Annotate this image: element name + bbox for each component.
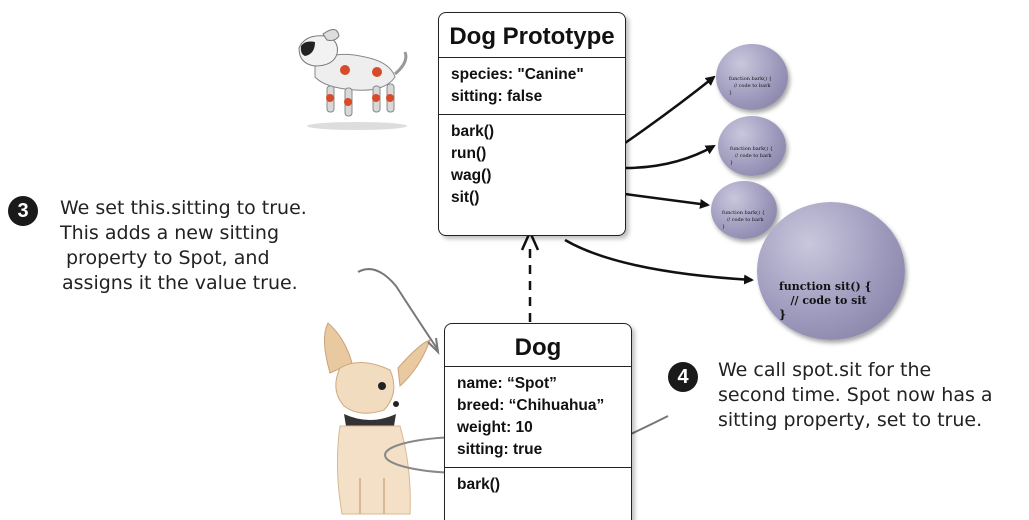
prototype-method: bark() (451, 123, 495, 140)
dog-methods: bark() (445, 467, 631, 502)
step3-pointer-head (427, 337, 440, 355)
prototype-property: sitting: false (451, 88, 543, 105)
dog-property: breed: “Chihuahua” (457, 397, 605, 414)
bark-function-bubble: function bark() { // code to bark} (716, 44, 788, 110)
robot-dog-image (298, 29, 408, 130)
wag-function-bubble: function bark() { // code to bark} (711, 181, 777, 239)
step3-annotation: We set this.sitting to true. This adds a… (60, 196, 307, 296)
bark-arrow (624, 75, 716, 145)
step3-line: This adds a new sitting (60, 222, 280, 244)
dog-property: sitting: true (457, 441, 543, 458)
dog-prototype-box: Dog Prototype species: "Canine" sitting:… (438, 12, 626, 236)
dog-object-box: Dog name: “Spot” breed: “Chihuahua” weig… (444, 323, 632, 520)
bubble-code: function bark() { // code to bark} (722, 210, 765, 230)
step3-line: We set this.sitting to true. (60, 197, 307, 219)
step4-line: second time. Spot now has a (718, 384, 993, 406)
step3-badge: 3 (8, 196, 38, 226)
bubble-code: function sit() { // code to sit} (779, 280, 872, 321)
sit-arrow (564, 238, 754, 285)
dog-properties: name: “Spot” breed: “Chihuahua” weight: … (445, 366, 631, 467)
dog-property: weight: 10 (457, 419, 533, 436)
step3-line: assigns it the value true. (62, 272, 298, 294)
prototype-method: sit() (451, 189, 480, 206)
dog-property: name: “Spot” (457, 375, 557, 392)
wag-arrow (624, 192, 710, 209)
prototype-method: run() (451, 145, 487, 162)
step4-badge: 4 (668, 362, 698, 392)
prototype-properties: species: "Canine" sitting: false (439, 57, 625, 114)
prototype-method: wag() (451, 167, 492, 184)
dog-title: Dog (514, 334, 562, 361)
run-function-bubble: function bark() { // code to bark} (718, 116, 786, 176)
dog-method: bark() (457, 476, 501, 493)
step4-line: We call spot.sit for the (718, 359, 932, 381)
prototype-property: species: "Canine" (451, 66, 584, 83)
step4-annotation: We call spot.sit for the second time. Sp… (718, 358, 993, 433)
step3-line: property to Spot, and (66, 247, 270, 269)
bubble-code: function bark() { // code to bark} (730, 146, 773, 166)
step4-line: sitting property, set to true. (718, 409, 983, 431)
bubble-code: function bark() { // code to bark} (729, 76, 772, 96)
sit-function-bubble: function sit() { // code to sit} (757, 202, 905, 340)
step3-pointer (357, 268, 439, 351)
run-arrow (624, 144, 716, 170)
prototype-title: Dog Prototype (449, 23, 615, 50)
prototype-methods: bark() run() wag() sit() (439, 114, 625, 215)
